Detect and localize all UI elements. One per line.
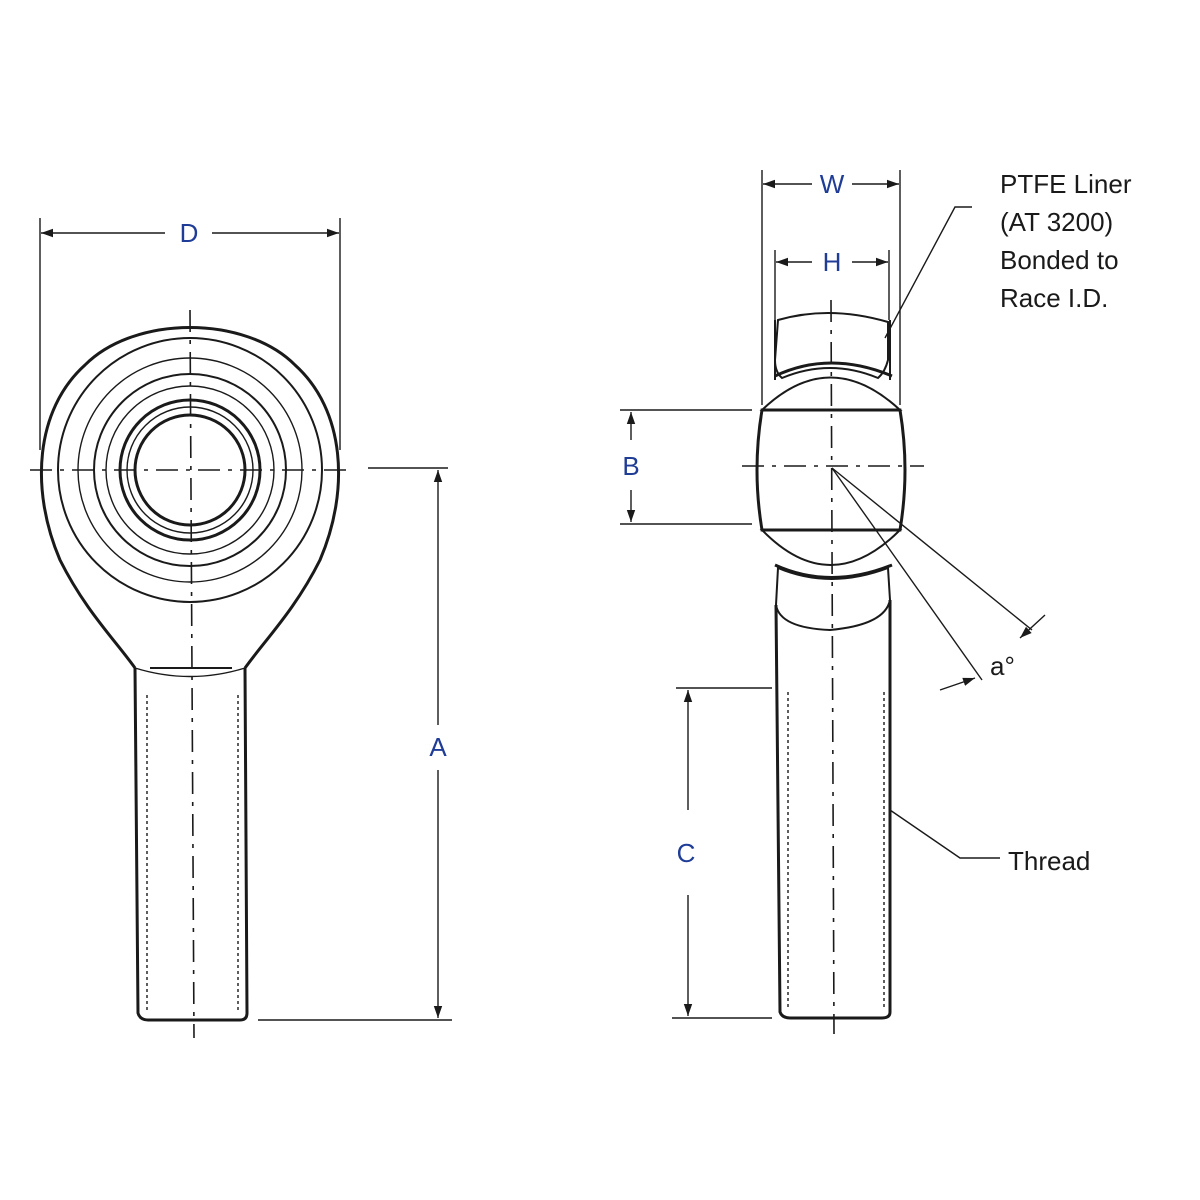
side-shank-outline [774, 600, 892, 1020]
angle-arc-arrow-2 [939, 677, 976, 691]
liner-note: PTFE Liner (AT 3200) Bonded to Race I.D. [1000, 169, 1139, 313]
thread-note: Thread [1008, 846, 1090, 876]
shank-outline [133, 667, 249, 1022]
front-vertical-centerline [189, 309, 195, 1039]
liner-note-line-2: (AT 3200) [1000, 207, 1113, 237]
upper-ball-section [759, 376, 903, 411]
dim-label-c: C [677, 838, 696, 868]
thread-leader-line [889, 809, 1000, 859]
dim-label-w: W [820, 169, 845, 199]
lower-liner [774, 563, 893, 579]
side-view: W H B C a° PTFE Liner (AT 3200) Bonded t… [620, 169, 1139, 1035]
liner-leader-line [884, 206, 972, 339]
lower-ball-section [759, 529, 903, 566]
dim-label-h: H [823, 247, 842, 277]
dim-label-a: A [429, 732, 447, 762]
dim-label-b: B [622, 451, 639, 481]
liner-note-line-1: PTFE Liner [1000, 169, 1132, 199]
liner-note-line-3: Bonded to [1000, 245, 1119, 275]
angle-arc-arrow-1 [1019, 614, 1046, 639]
dim-label-angle: a° [990, 651, 1015, 681]
lower-race-section [774, 566, 892, 632]
dim-label-d: D [180, 218, 199, 248]
angle-line-1 [831, 467, 1033, 631]
angle-line-2 [831, 467, 983, 681]
outer-ring [57, 337, 323, 603]
neck-curve [134, 667, 246, 678]
rod-end-head-outline [39, 326, 341, 669]
front-view: D A [30, 218, 452, 1039]
liner-note-line-4: Race I.D. [1000, 283, 1108, 313]
side-vertical-centerline [830, 299, 835, 1035]
